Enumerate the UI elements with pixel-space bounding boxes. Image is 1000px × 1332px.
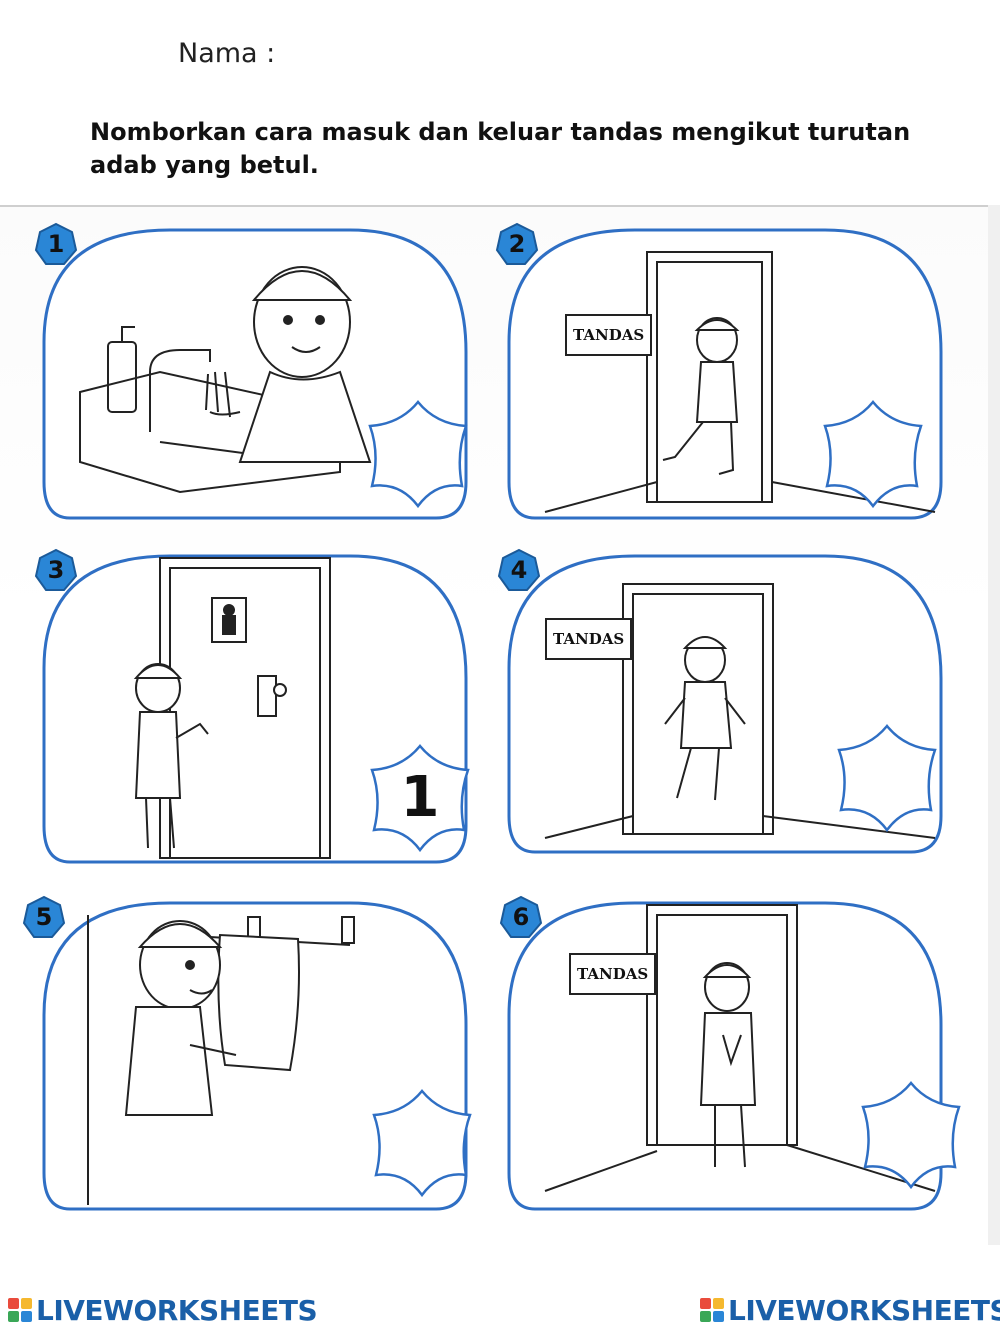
step-number: 3: [47, 556, 65, 584]
footer-logo-left: LIVEWORKSHEETS: [8, 1292, 318, 1328]
answer-star-1[interactable]: [358, 394, 478, 514]
answer-text: [851, 1075, 971, 1195]
scan-shadow: [988, 205, 1000, 1245]
panel-2: TANDAS 2: [495, 222, 945, 522]
logo-grid-icon: [700, 1298, 724, 1322]
toilet-sign: TANDAS: [569, 953, 657, 995]
answer-text: [362, 1083, 482, 1203]
brand-name: LIVEWORKSHEETS: [728, 1293, 1000, 1327]
step-number: 2: [508, 230, 526, 258]
step-number: 6: [512, 903, 530, 931]
answer-star-5[interactable]: [362, 1083, 482, 1203]
answer-star-6[interactable]: [851, 1075, 971, 1195]
footer-logo-right: LIVEWORKSHEETS: [700, 1292, 1000, 1328]
panel-frame: [42, 228, 468, 520]
door-illustration: [159, 557, 331, 859]
doorway-illustration: [544, 904, 936, 1192]
answer-text: [358, 394, 478, 514]
step-badge: 6: [499, 895, 543, 939]
answer-text: [813, 394, 933, 514]
boy-illustration: [662, 317, 740, 475]
step-badge: 1: [34, 222, 78, 266]
step-number: 5: [35, 903, 53, 931]
toilet-sign: TANDAS: [565, 314, 653, 356]
step-number: 4: [510, 556, 528, 584]
panel-4: TANDAS 4: [497, 548, 947, 856]
panel-5: 5: [22, 895, 472, 1213]
panel-1: 1: [34, 222, 470, 522]
boy-illustration: [133, 663, 209, 849]
doorway-illustration: [544, 583, 936, 839]
step-badge: 2: [495, 222, 539, 266]
answer-text: 1: [400, 765, 440, 830]
panel-3: 3 1: [34, 548, 470, 866]
answer-star-4[interactable]: [827, 718, 947, 838]
step-badge: 4: [497, 548, 541, 592]
boy-illustration: [124, 920, 237, 1116]
panel-frame: [42, 554, 468, 864]
instruction-text: Nomborkan cara masuk dan keluar tandas m…: [90, 118, 911, 179]
answer-text: [827, 718, 947, 838]
boy-illustration: [664, 636, 746, 801]
name-label: Nama :: [178, 38, 276, 69]
step-badge: 5: [22, 895, 66, 939]
boy-illustration: [209, 266, 372, 463]
answer-star-2[interactable]: [813, 394, 933, 514]
doorway-illustration: [544, 251, 936, 513]
step-badge: 3: [34, 548, 78, 592]
toilet-sign: TANDAS: [545, 618, 633, 660]
logo-grid-icon: [8, 1298, 32, 1322]
panel-6: TANDAS 6: [499, 895, 961, 1213]
step-number: 1: [47, 230, 65, 258]
brand-name: LIVEWORKSHEETS: [36, 1293, 318, 1327]
answer-star-3[interactable]: 1: [360, 738, 480, 858]
boy-illustration: [699, 962, 757, 1168]
